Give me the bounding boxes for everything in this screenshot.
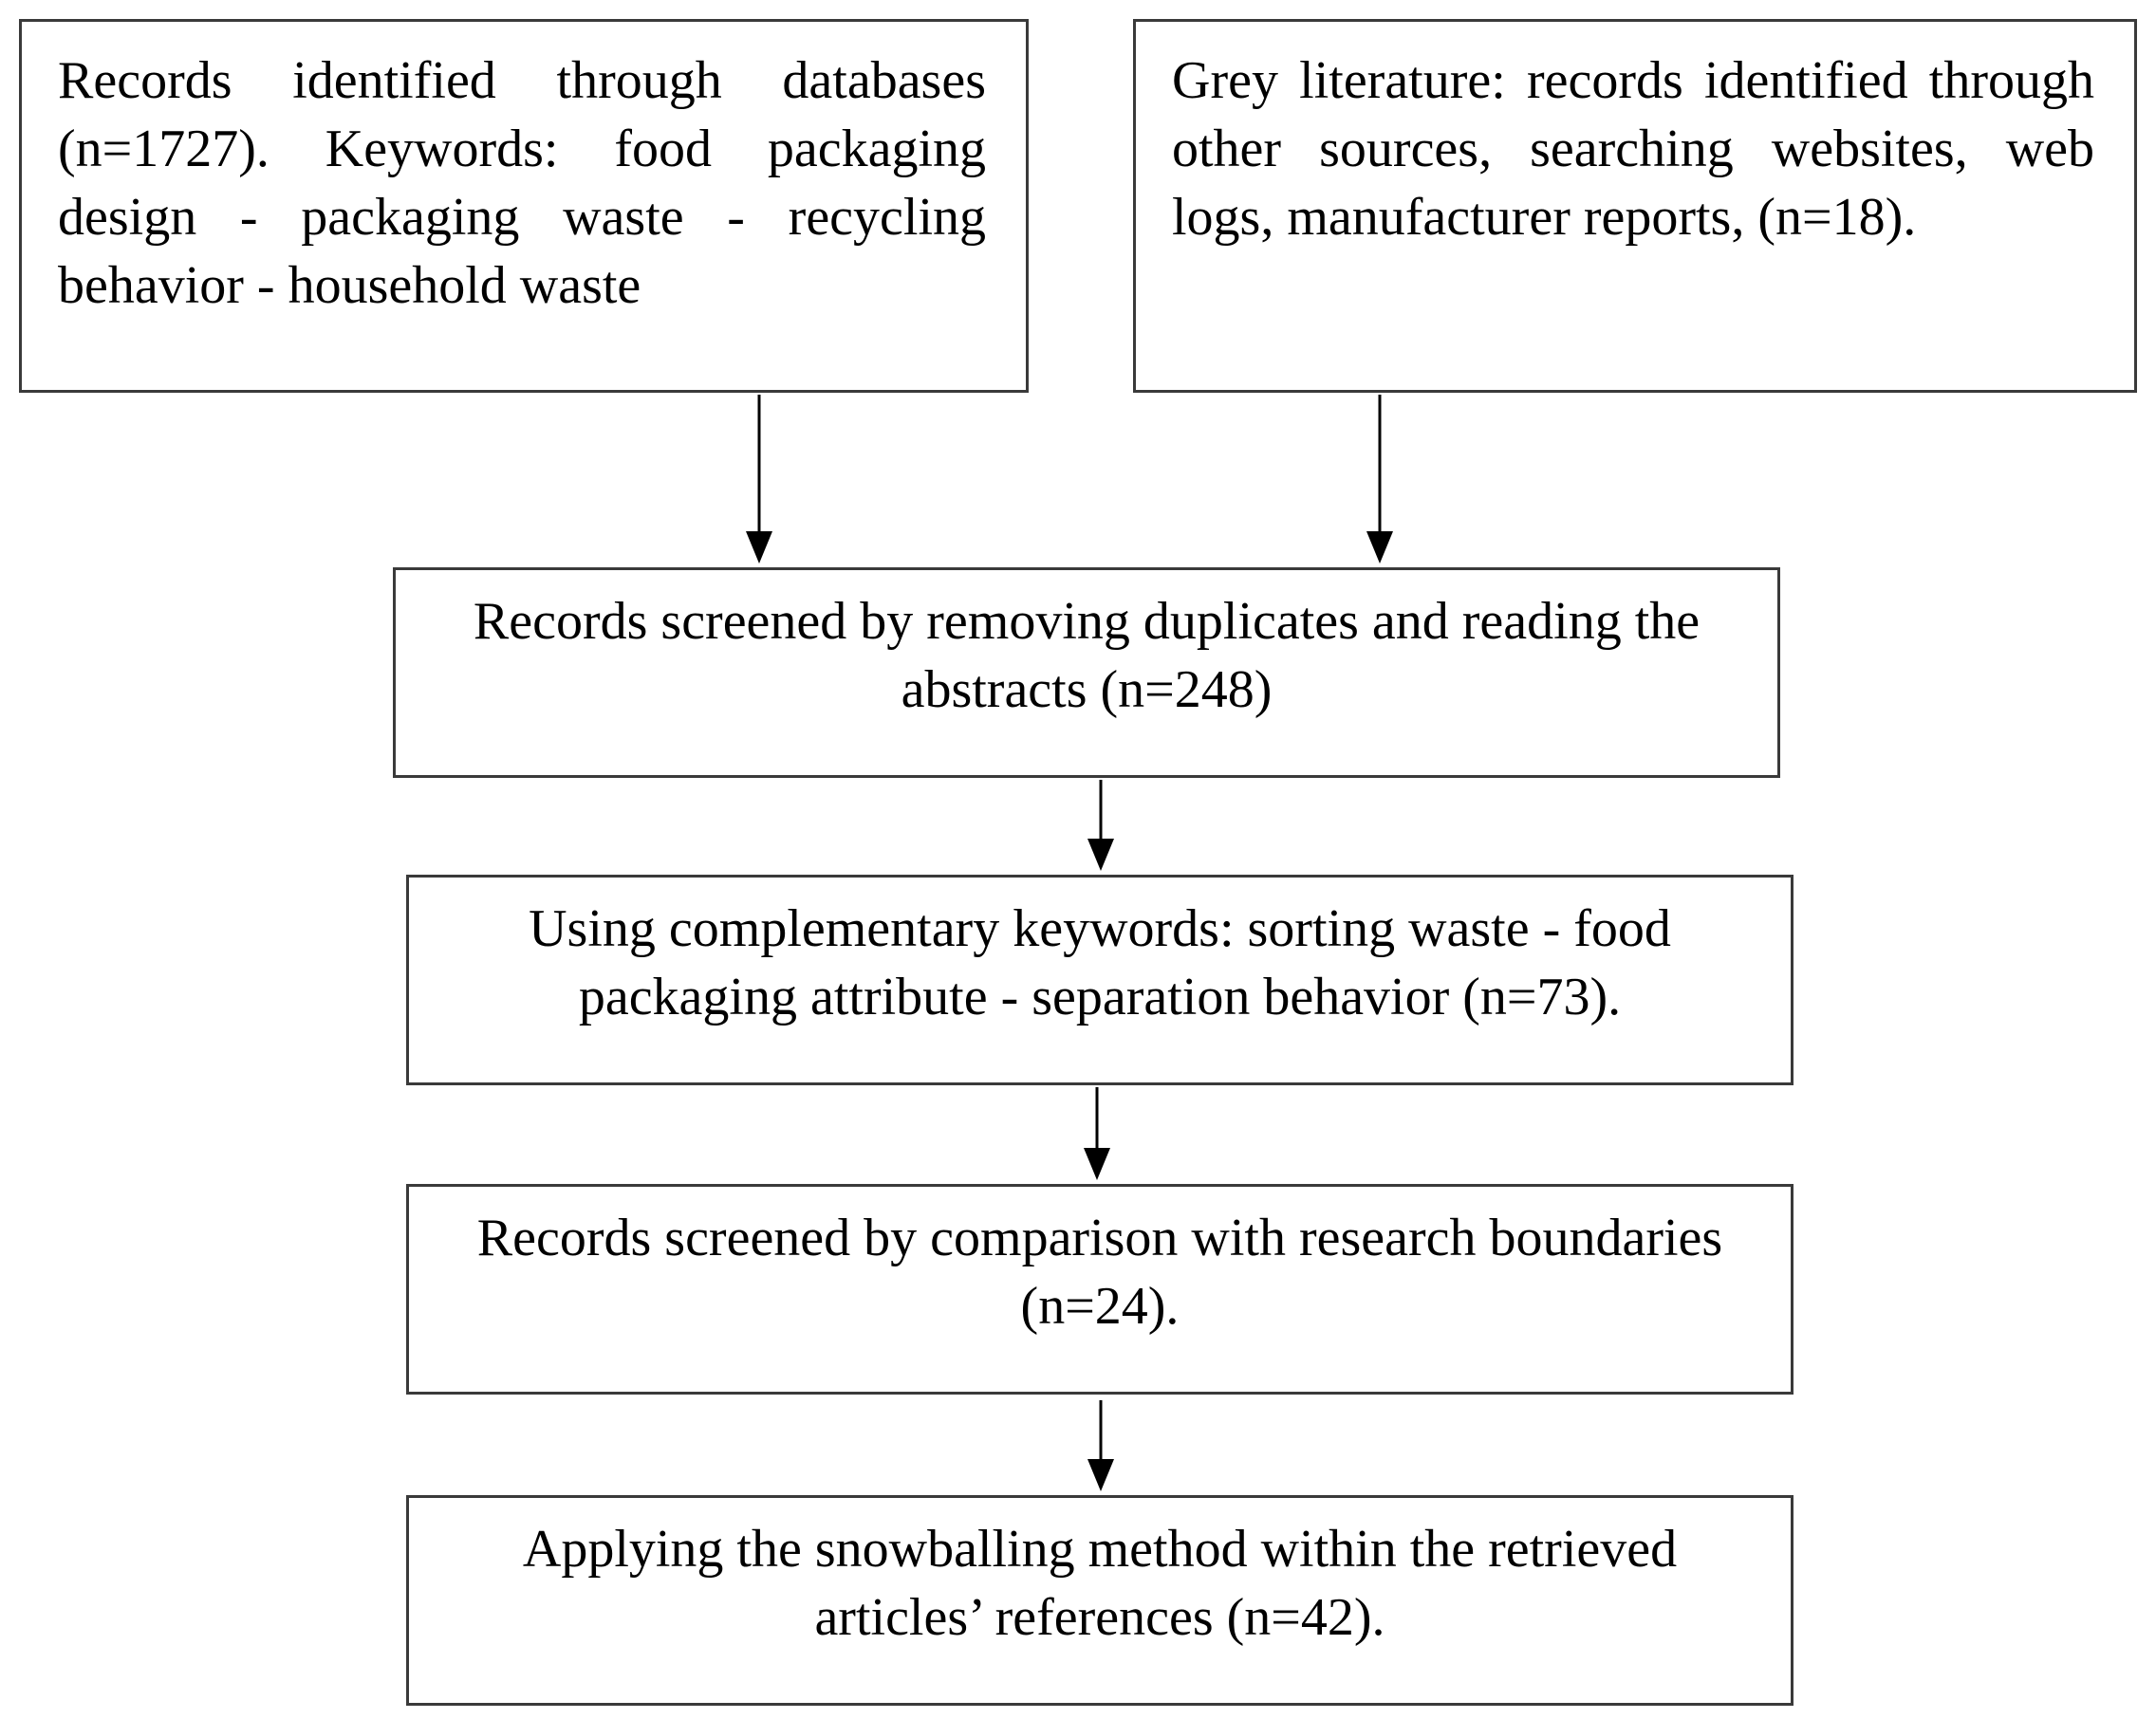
arrow-boundaries-to-snowballing <box>1087 1400 1114 1491</box>
arrow-head <box>746 531 772 564</box>
screened-boundaries-box: Records screened by comparison with rese… <box>406 1184 1794 1395</box>
complementary-keywords-text: Using complementary keywords: sorting wa… <box>529 899 1671 1026</box>
arrow-complementary-to-boundaries <box>1084 1087 1110 1180</box>
snowballing-box: Applying the snowballing method within t… <box>406 1495 1794 1706</box>
screened-duplicates-text: Records screened by removing duplicates … <box>473 592 1701 719</box>
screened-duplicates-box: Records screened by removing duplicates … <box>393 567 1780 778</box>
databases-records-text: Records identified through databases (n=… <box>58 51 986 315</box>
arrow-head <box>1084 1148 1110 1180</box>
grey-literature-box: Grey literature: records identified thro… <box>1133 19 2137 393</box>
arrow-head <box>1366 531 1393 564</box>
arrow-databases-to-screened <box>746 395 772 564</box>
arrow-head <box>1087 839 1114 871</box>
arrow-screened-to-complementary <box>1087 780 1114 871</box>
complementary-keywords-box: Using complementary keywords: sorting wa… <box>406 875 1794 1085</box>
grey-literature-text: Grey literature: records identified thro… <box>1172 51 2094 247</box>
arrow-grey-to-screened <box>1366 395 1393 564</box>
screened-boundaries-text: Records screened by comparison with rese… <box>476 1209 1723 1336</box>
snowballing-text: Applying the snowballing method within t… <box>522 1520 1678 1647</box>
databases-records-box: Records identified through databases (n=… <box>19 19 1029 393</box>
arrow-head <box>1087 1459 1114 1491</box>
